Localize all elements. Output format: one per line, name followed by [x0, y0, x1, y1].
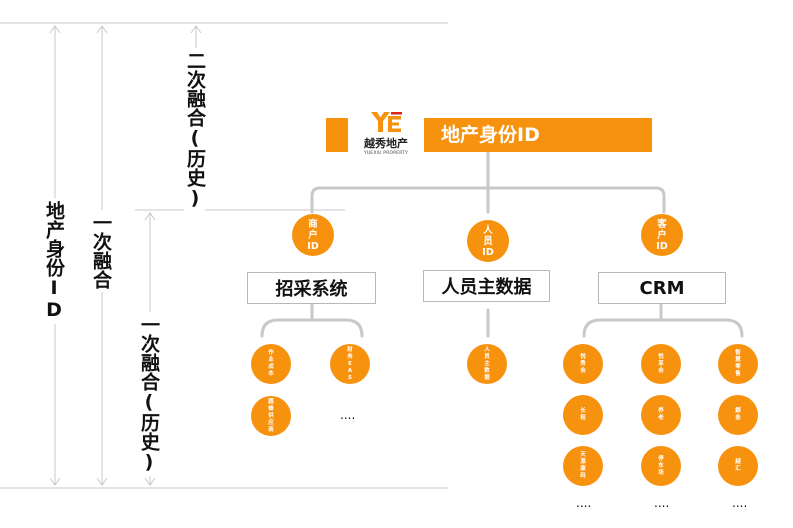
first-left-arrow-head-top	[96, 25, 108, 34]
outer-label: 地产身份ID	[43, 198, 65, 324]
outer-arrow-head-top	[49, 25, 61, 34]
logo-mark-icon	[371, 112, 402, 132]
second-fusion-label: 二次融合(历史)	[184, 48, 206, 212]
sub-node-supplier: 圆 蜂 供 应 商	[251, 396, 291, 436]
crm-ellipsis-2: ....	[654, 496, 670, 510]
sub-node-cost: 作 业 成 本	[251, 344, 291, 384]
first-right-arrow-head-top	[144, 212, 156, 221]
logo-subtitle: YUEXIU PROPERTY	[363, 151, 409, 156]
sub-node-crm-8: 停 车 场	[641, 446, 681, 486]
sub-node-crm-4: 长 租	[563, 395, 603, 435]
header-title: 地产身份ID	[441, 124, 540, 146]
crm-box: CRM	[598, 272, 726, 304]
crm-branch	[582, 318, 744, 338]
staff-id-circle: 人 员 ID	[467, 220, 509, 262]
yuexiu-logo: 越秀地产 YUEXIU PROPERTY	[348, 104, 424, 162]
sub-node-crm-9: 越 汇	[718, 446, 758, 486]
first-left-arrow-head-bottom	[96, 477, 108, 486]
sub-node-crm-1: 悦 秀 会	[563, 344, 603, 384]
crm-ellipsis-3: ....	[732, 496, 748, 510]
sub-node-staff-master: 人 员 主 数 据	[467, 344, 507, 384]
procurement-system-box: 招采系统	[247, 272, 376, 304]
customer-id-circle: 客 户 ID	[641, 214, 683, 256]
outer-arrow-head-bottom	[49, 477, 61, 486]
sub-node-crm-6: 銀 金	[718, 395, 758, 435]
crm-ellipsis-1: ....	[576, 496, 592, 510]
sub-node-crm-2: 悦 享 会	[641, 344, 681, 384]
logo-name: 越秀地产	[364, 137, 408, 150]
sub-node-finance-eas: 财 务 E A S	[330, 344, 370, 384]
merchant-id-circle: 商 户 ID	[292, 214, 334, 256]
sub-node-crm-5: 养 老	[641, 395, 681, 435]
sub-node-crm-7: 天 源 康 码	[563, 446, 603, 486]
first-right-arrow-head-bottom	[144, 477, 156, 486]
staff-master-data-box: 人员主数据	[423, 270, 550, 302]
sub-node-crm-3: 智 慧 零 售	[718, 344, 758, 384]
first-fusion-right-label: 一次融合(历史)	[138, 312, 160, 476]
second-arrow-head-top	[190, 25, 202, 34]
zhaocai-branch	[260, 318, 364, 338]
first-fusion-left-label: 一次融合	[90, 210, 112, 292]
procurement-ellipsis: ....	[340, 408, 356, 422]
